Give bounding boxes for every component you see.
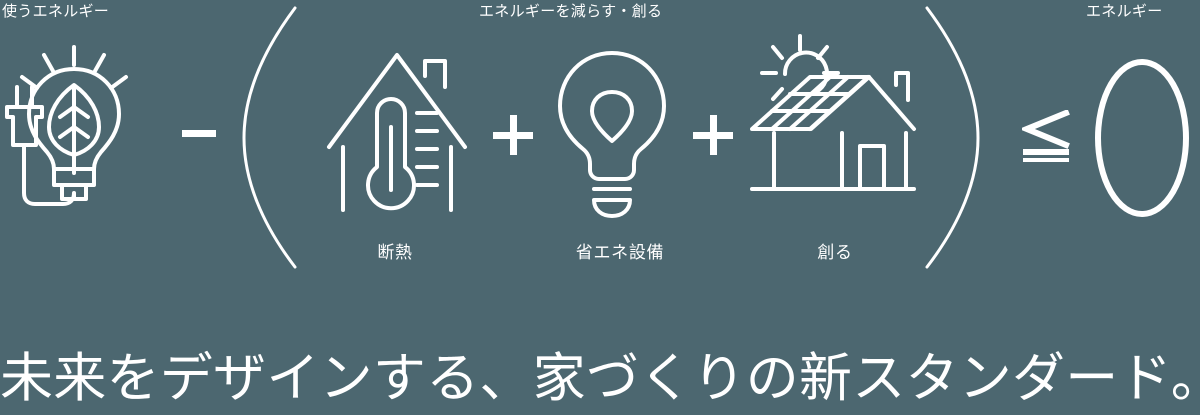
- caption-reduce-create-energy: エネルギーを減らす・創る: [479, 3, 663, 20]
- minus-operator: [182, 130, 216, 137]
- house-thermometer-icon: [322, 45, 482, 225]
- plug-leaf-bulb-icon: [2, 45, 162, 225]
- plus-operator-1: [493, 115, 533, 155]
- led-bulb-icon: [552, 48, 672, 223]
- opening-parenthesis: [238, 0, 304, 280]
- caption-energy: エネルギー: [1086, 3, 1163, 20]
- caption-energy-saving-equipment: 省エネ設備: [575, 243, 665, 262]
- caption-generate: 創る: [817, 243, 853, 262]
- solar-panel-house-icon: [748, 28, 938, 223]
- less-than-or-equal-operator: [1019, 109, 1072, 164]
- zero-icon: [1094, 58, 1190, 223]
- closing-parenthesis: [918, 0, 984, 280]
- caption-insulation: 断熱: [377, 243, 413, 262]
- plus-operator-2: [693, 115, 733, 155]
- page-headline: 未来をデザインする、家づくりの新スタンダード。: [0, 349, 1200, 408]
- caption-use-energy: 使うエネルギー: [2, 3, 110, 20]
